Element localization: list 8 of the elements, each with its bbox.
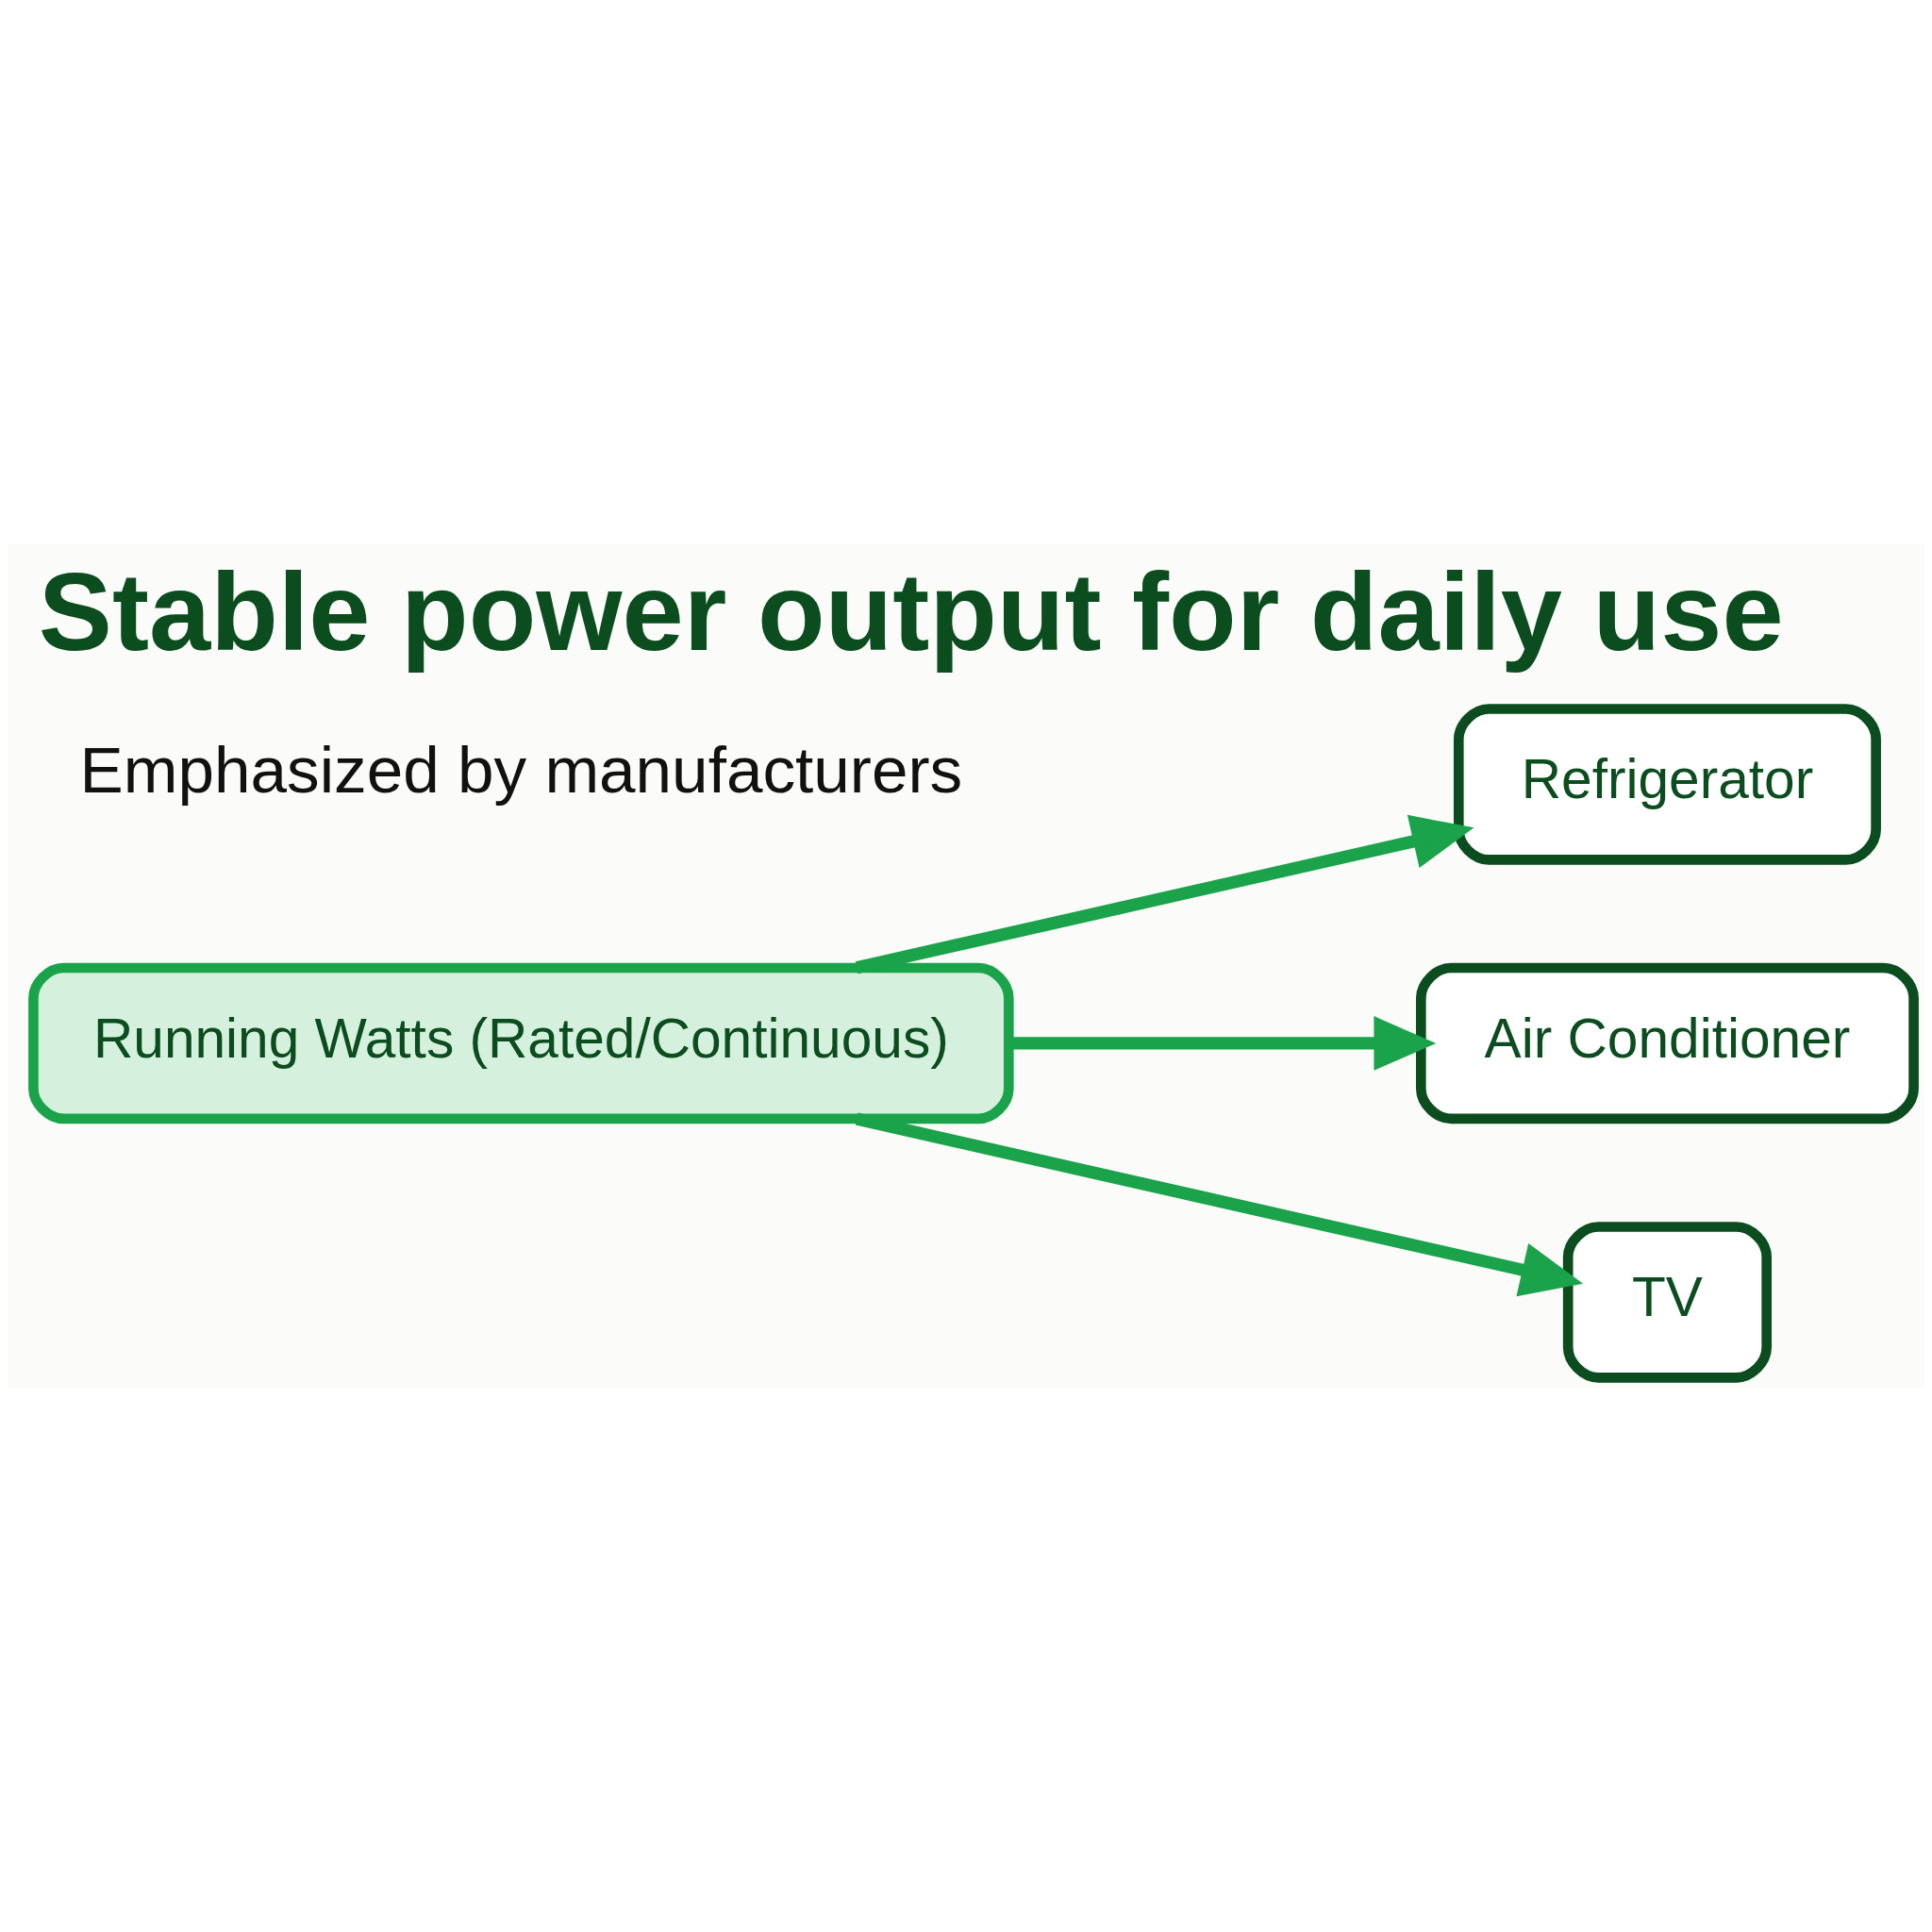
arrow [855,814,1474,974]
diagram-title: Stable power output for daily use [38,550,1784,675]
node-box: Refrigerator [1453,704,1881,865]
arrow [855,1112,1584,1297]
node-box: Air Conditioner [1416,962,1919,1124]
node-box: TV [1562,1222,1773,1383]
node-box: Running Watts (Rated/Continuous) [28,962,1014,1124]
label: Emphasized by manufacturers [79,733,963,808]
